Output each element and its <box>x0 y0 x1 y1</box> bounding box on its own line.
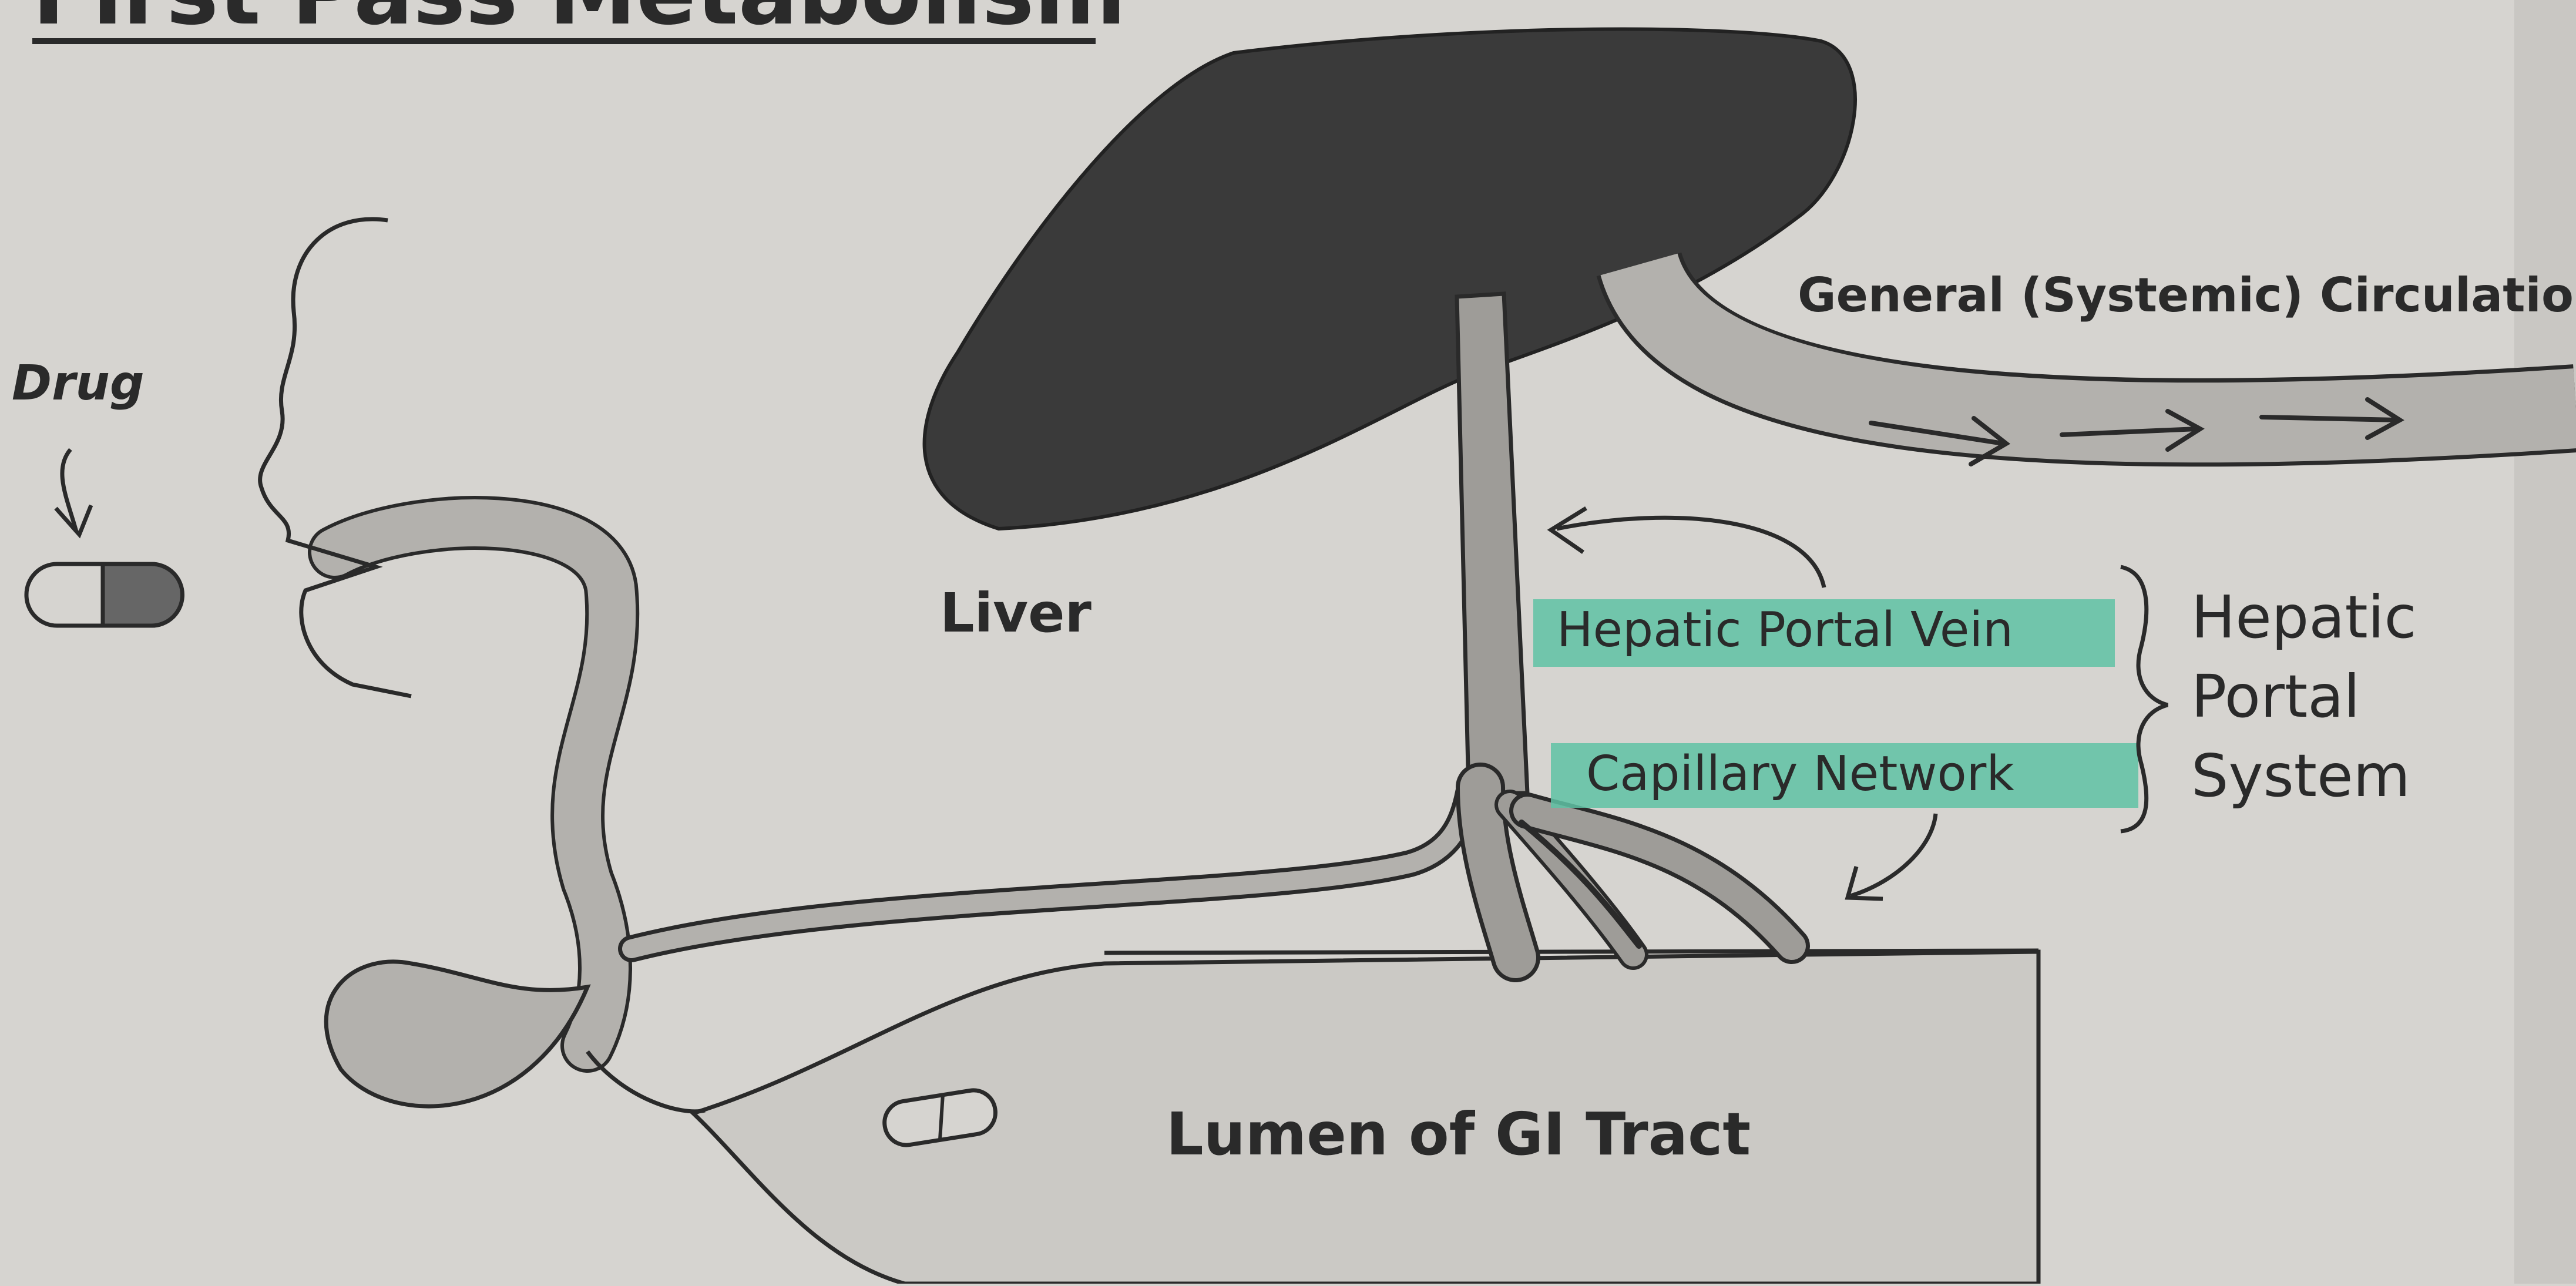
hps-line-1: Hepatic <box>2191 583 2416 652</box>
pill-capsule <box>26 564 183 626</box>
lumen-label: Lumen of GI Tract <box>1166 1100 1751 1169</box>
hps-line-3: System <box>2191 741 2410 810</box>
general-circulation-label: General (Systemic) Circulation <box>1798 268 2576 323</box>
hepatic-portal-vein-label: Hepatic Portal Vein <box>1557 602 2013 658</box>
drug-label: Drug <box>12 355 145 411</box>
page-edge <box>2514 0 2576 1284</box>
gut-wall-line <box>1104 951 2038 953</box>
capillary-network-label: Capillary Network <box>1586 746 2014 802</box>
diagram-title: First Pass Metabolism <box>32 0 1126 45</box>
hps-line-2: Portal <box>2191 662 2360 731</box>
liver-label: Liver <box>940 582 1092 644</box>
